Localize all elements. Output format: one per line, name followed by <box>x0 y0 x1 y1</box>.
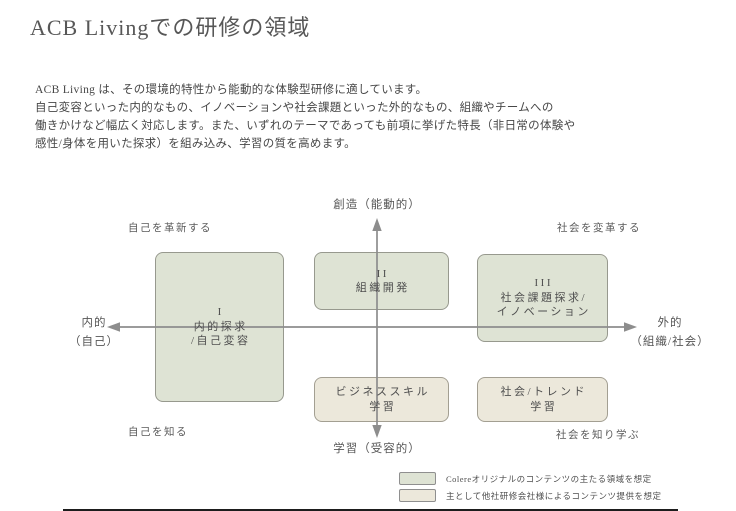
corner-label-top-right: 社会を変革する <box>557 223 641 234</box>
quadrant-box-organization-development: II 組織開発 <box>314 252 449 310</box>
intro-line: ACB Living は、その環境的特性から能動的な体験型研修に適しています。 <box>35 84 428 96</box>
box-label-line: イノベーション <box>496 306 591 319</box>
box-label-line: 内的探求 <box>193 320 248 333</box>
intro-line: 自己変容といった内的なもの、イノベーションや社会課題といった外的なもの、組織やチ… <box>35 102 554 114</box>
legend-item-external-provider: 主として他社研修会社様によるコンテンツ提供を想定 <box>399 489 662 502</box>
box-numeral: II <box>376 267 389 280</box>
axis-label-right: 外的 （組織/社会） <box>627 314 713 352</box>
box-label-line: 学習 <box>369 400 397 413</box>
legend-label: 主として他社研修会社様によるコンテンツ提供を想定 <box>446 490 662 501</box>
legend-swatch-primary-green-icon <box>399 472 436 485</box>
axis-label-right-line2: （組織/社会） <box>630 336 710 348</box>
box-label-line: ビジネススキル <box>335 386 430 398</box>
axis-label-right-line1: 外的 <box>657 317 683 329</box>
quadrant-box-society-trend: 社会/トレンド 学習 <box>477 377 608 422</box>
page-title: ACB Livingでの研修の領域 <box>30 15 311 40</box>
box-label-line: 社会/トレンド <box>500 386 588 398</box>
intro-line: 感性/身体を用いた探求）を組み込み、学習の質を高めます。 <box>35 138 356 150</box>
box-label-line: 学習 <box>530 400 558 413</box>
legend-label: Colereオリジナルのコンテンツの主たる領域を想定 <box>446 473 652 484</box>
intro-line: 働きかけなど幅広く対応します。また、いずれのテーマであっても前項に挙げた特長（非… <box>35 120 576 132</box>
axis-label-top: 創造（能動的） <box>333 199 421 211</box>
intro-paragraph: ACB Living は、その環境的特性から能動的な体験型研修に適しています。 … <box>35 81 575 153</box>
box-numeral: I <box>217 306 224 319</box>
box-label-line: 組織開発 <box>355 282 410 294</box>
down-arrowhead-icon <box>372 425 382 438</box>
quadrant-box-business-skill: ビジネススキル 学習 <box>314 377 449 422</box>
legend: Colereオリジナルのコンテンツの主たる領域を想定 主として他社研修会社様によ… <box>399 472 662 506</box>
slide-bottom-edge <box>63 509 678 511</box>
quadrant-box-inner-exploration: I 内的探求 /自己変容 <box>155 252 284 402</box>
corner-label-bottom-left: 自己を知る <box>128 427 188 438</box>
legend-swatch-secondary-beige-icon <box>399 489 436 502</box>
corner-label-top-left: 自己を革新する <box>128 223 212 234</box>
legend-item-colere-original: Colereオリジナルのコンテンツの主たる領域を想定 <box>399 472 662 485</box>
box-numeral: III <box>534 277 553 290</box>
axis-label-left: 内的 （自己） <box>58 314 130 352</box>
box-label-line: /自己変容 <box>190 335 251 348</box>
corner-label-bottom-right: 社会を知り学ぶ <box>556 430 640 441</box>
axis-label-left-line2: （自己） <box>69 336 119 348</box>
quadrant-box-social-issue-innovation: III 社会課題探求/ イノベーション <box>477 254 608 342</box>
axis-label-bottom: 学習（受容的） <box>333 443 421 455</box>
up-arrowhead-icon <box>372 218 382 231</box>
axis-label-left-line1: 内的 <box>81 317 107 329</box>
box-label-line: 社会課題探求/ <box>500 291 588 304</box>
